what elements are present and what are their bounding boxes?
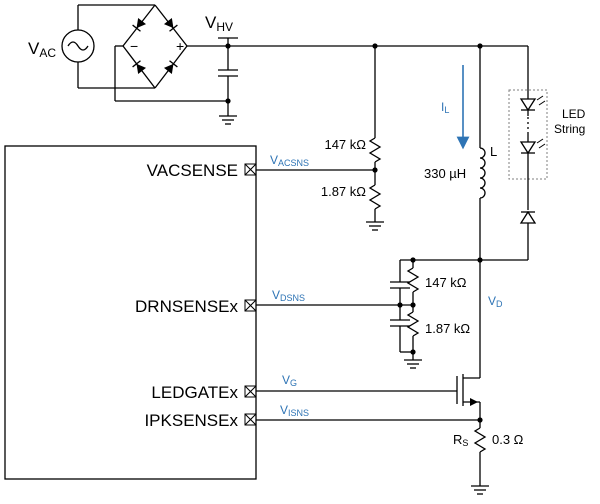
vhv-rail: VHV [205, 13, 528, 49]
vac-label: VAC [28, 39, 56, 60]
svg-text:−: − [130, 38, 138, 54]
vac-divider: 147 kΩ 1.87 kΩ VACSNS [256, 46, 384, 231]
vd-label: VD [488, 294, 503, 309]
r-top2-label: 147 kΩ [425, 275, 467, 290]
inductor-branch: L 330 µH IL VD [424, 46, 503, 376]
bridge-rectifier: − + [114, 4, 228, 102]
vacsense-label: VACSENSE [147, 161, 238, 180]
led-label-line2: String [554, 122, 585, 136]
led-string: LED String [400, 46, 586, 261]
pin-ipksense: IPKSENSEx [144, 411, 257, 430]
rs-label: RS [453, 432, 468, 448]
vacsns-label: VACSNS [270, 153, 309, 168]
svg-text:+: + [176, 38, 184, 54]
ledgate-label: LEDGATEx [151, 383, 238, 402]
inductor-name: L [490, 144, 497, 159]
sense-resistor: RS 0.3 Ω VISNS [256, 403, 524, 495]
mosfet: VG [256, 373, 481, 425]
vhv-label: VHV [205, 13, 233, 34]
ac-source: VAC [28, 4, 155, 89]
r-bot1-label: 1.87 kΩ [321, 184, 366, 199]
pin-ledgate: LEDGATEx [151, 383, 257, 402]
pin-drnsense: DRNSENSEx [135, 297, 257, 316]
r-top1-label: 147 kΩ [324, 137, 366, 152]
vdsns-label: VDSNS [272, 288, 305, 303]
bulk-capacitor [218, 46, 238, 125]
visns-label: VISNS [280, 403, 309, 418]
il-label: IL [441, 100, 449, 115]
inductor-value: 330 µH [424, 166, 466, 181]
vg-label: VG [282, 373, 297, 388]
drain-sense-network: 147 kΩ 1.87 kΩ VDSNS [256, 257, 470, 369]
rs-value: 0.3 Ω [492, 432, 524, 447]
ipksense-label: IPKSENSEx [144, 411, 238, 430]
pin-vacsense: VACSENSE [147, 161, 257, 180]
led-label-line1: LED [562, 107, 586, 121]
drnsense-label: DRNSENSEx [135, 297, 238, 316]
controller-ic [4, 145, 257, 480]
r-bot2-label: 1.87 kΩ [425, 321, 470, 336]
